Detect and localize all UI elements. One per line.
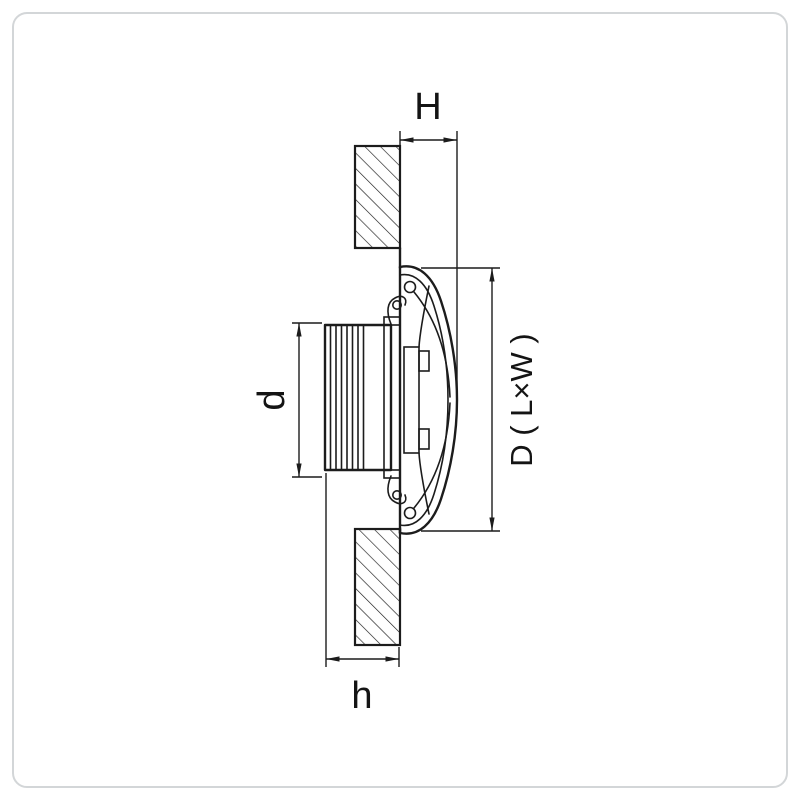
dome-spring-coil-bottom (403, 506, 417, 520)
dimension-h: h (325, 473, 400, 717)
dimension-D: D ( L×W ) (421, 267, 539, 532)
housing-tab-bottom (383, 469, 401, 479)
dimension-d: d (251, 322, 322, 478)
lamp-module-tab-bottom (418, 428, 430, 450)
spring-clip-bottom (387, 475, 407, 505)
dim-label-H: H (414, 86, 441, 128)
dome-outer-profile (398, 265, 459, 535)
dome-spring-arm-bottom (413, 402, 451, 509)
dim-label-D: D ( L×W ) (504, 333, 539, 466)
housing-body (323, 323, 393, 472)
lamp-module-tab-top (418, 350, 430, 372)
dome-inner-line-bottom (418, 452, 430, 515)
dome-spring-coil-top (403, 280, 417, 294)
dome-inner-profile (399, 273, 449, 527)
dome-diffuser (398, 265, 459, 535)
ceiling-section-lower (353, 527, 402, 647)
dome-spring-arm-top (413, 291, 451, 398)
lamp-housing (323, 316, 401, 479)
frame-border (12, 12, 788, 788)
ceiling-section-upper (353, 144, 402, 250)
dim-label-d: d (251, 389, 293, 410)
ceiling-section (353, 144, 402, 647)
dimension-H: H (399, 86, 458, 396)
spring-clip-top (387, 295, 407, 325)
lamp-module (403, 346, 420, 454)
dome-inner-line-top (418, 285, 430, 348)
housing-ribs (329, 325, 365, 470)
dim-label-h: h (351, 675, 372, 717)
